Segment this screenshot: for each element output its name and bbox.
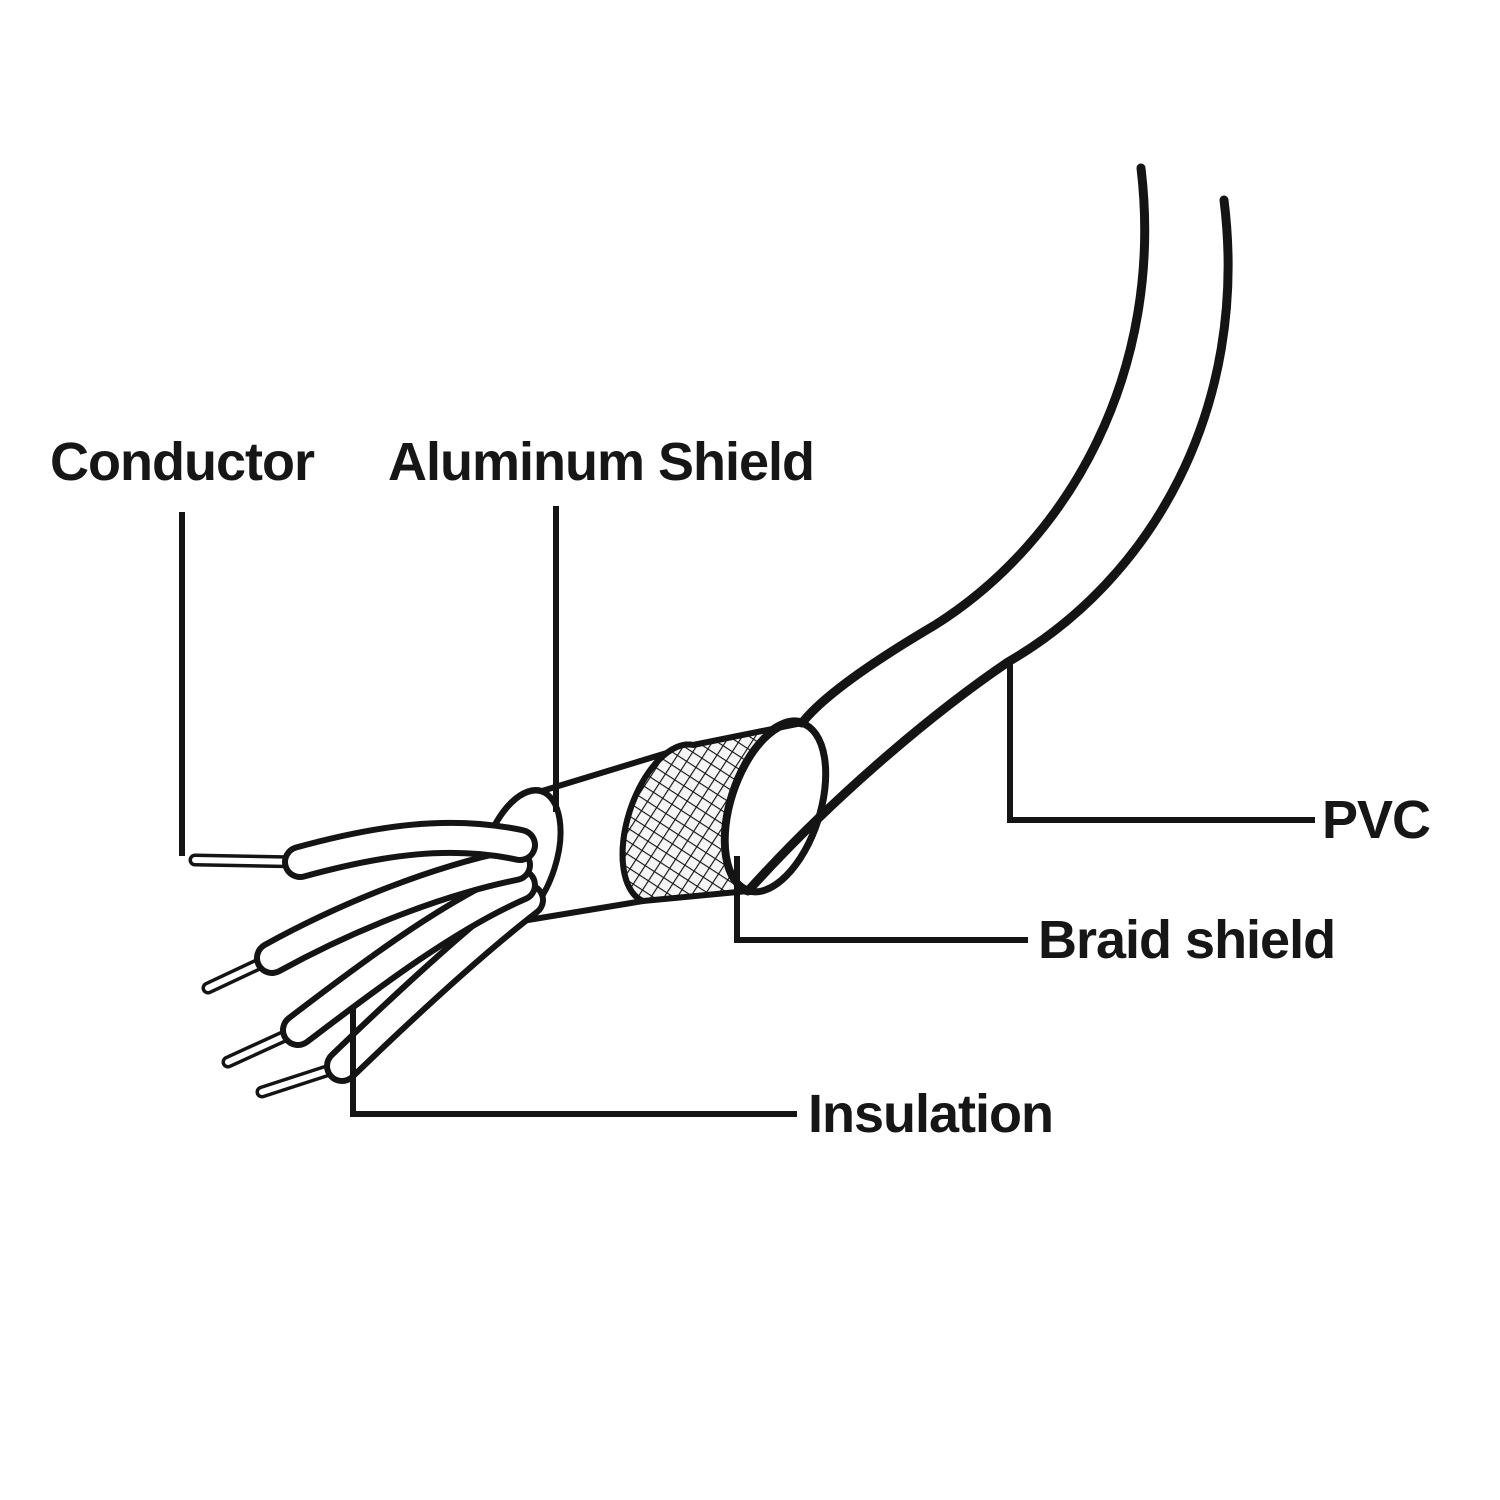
pvc-jacket-cut-rim <box>720 718 830 896</box>
conductor-wire <box>188 819 538 880</box>
leader-insulation <box>350 1009 797 1117</box>
label-aluminum-shield: Aluminum Shield <box>388 432 815 492</box>
insulated-wires <box>188 819 546 1099</box>
insulated-wire <box>255 882 546 1099</box>
insulated-wire <box>201 847 533 995</box>
leader-lines <box>179 506 1315 1117</box>
pvc-jacket <box>719 163 1233 896</box>
leader-braid-shield <box>734 856 1028 943</box>
insulated-wire <box>221 867 538 1069</box>
leader-pvc <box>1007 664 1315 823</box>
label-conductor: Conductor <box>50 432 315 492</box>
label-braid-shield: Braid shield <box>1038 910 1336 970</box>
label-pvc: PVC <box>1322 790 1431 850</box>
label-insulation: Insulation <box>808 1084 1054 1144</box>
